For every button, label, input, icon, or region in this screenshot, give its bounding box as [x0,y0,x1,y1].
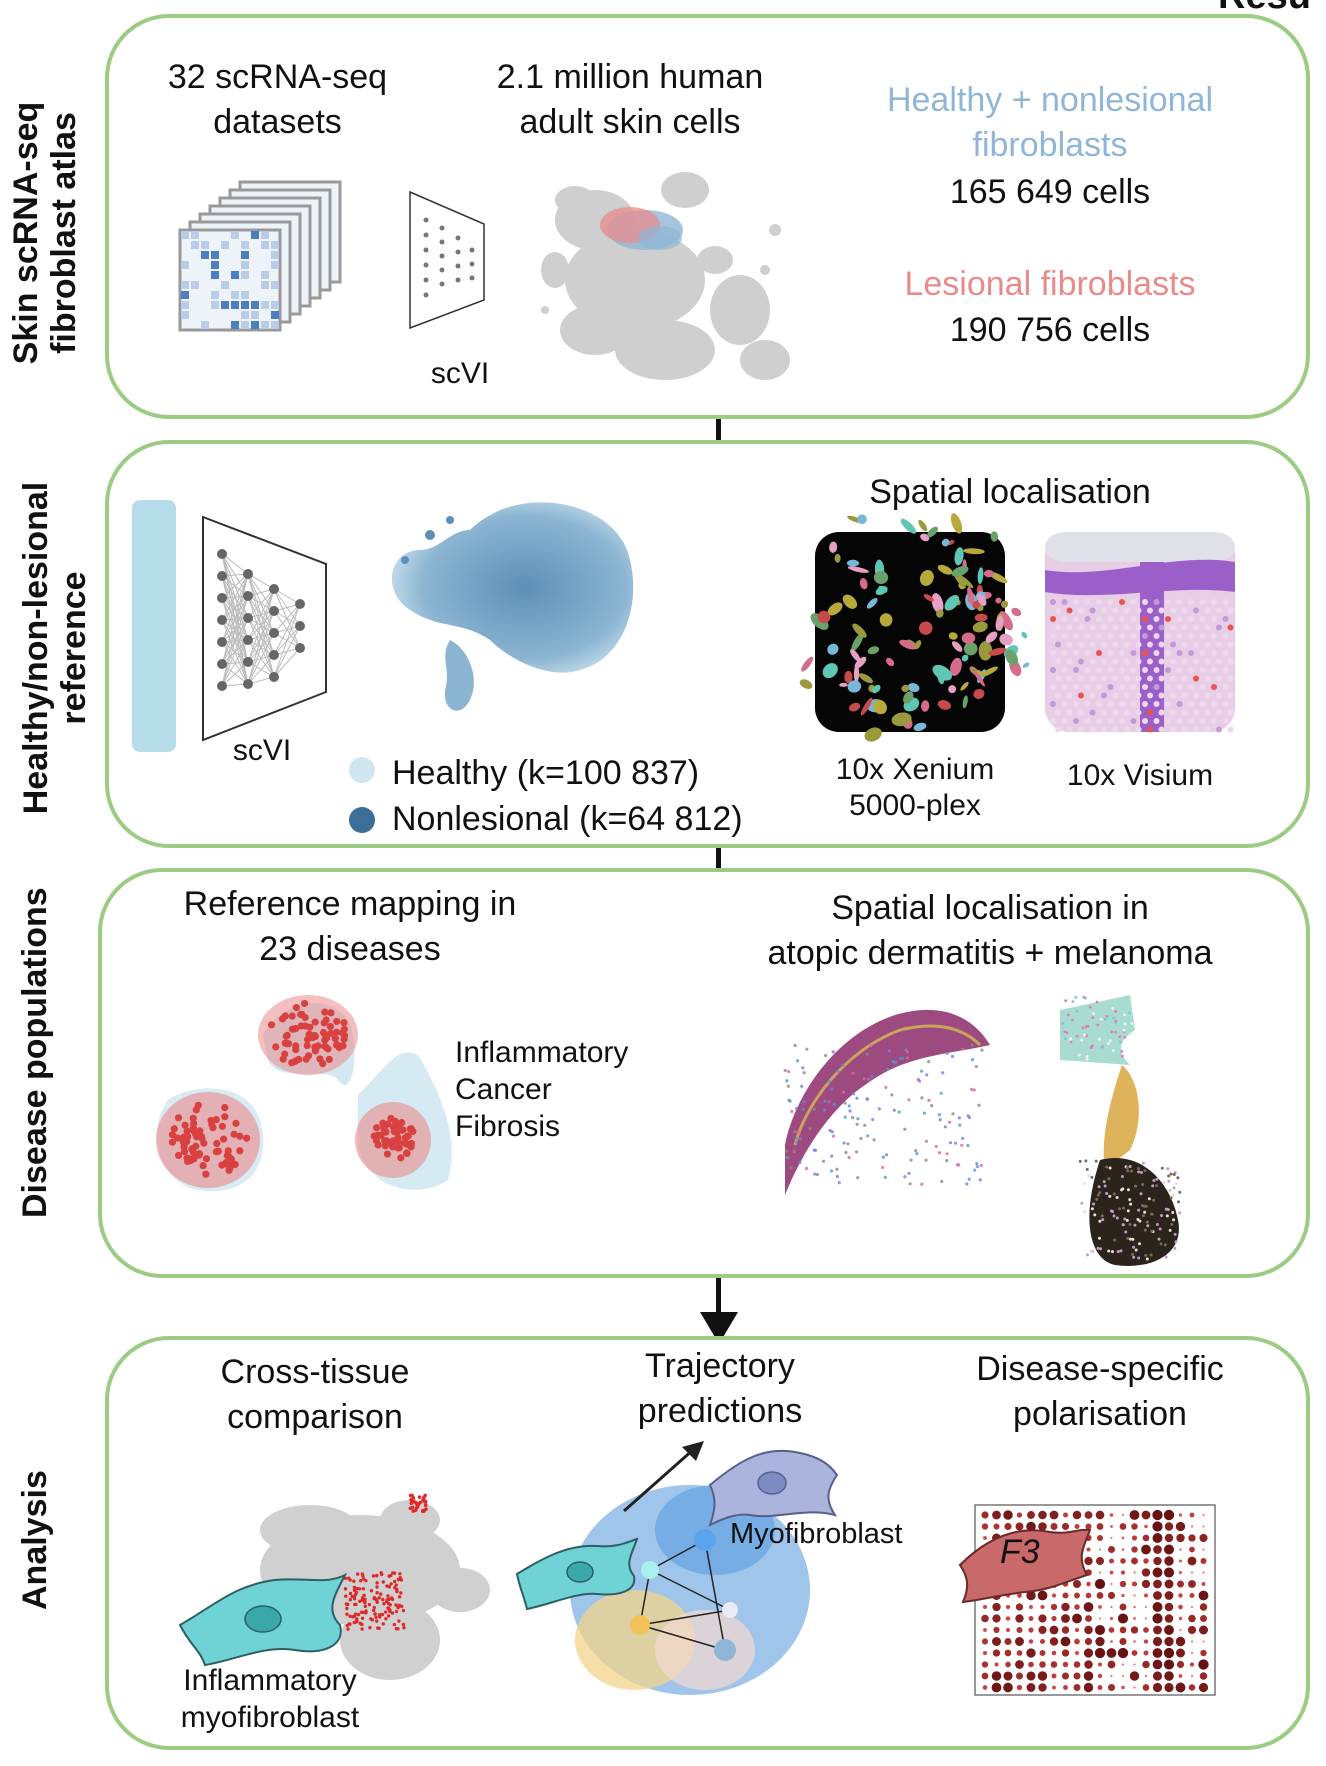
cross-tissue-umap [260,1493,490,1680]
connector-1 [716,418,721,440]
legend-healthy: Healthy (k=100 837) [392,754,700,792]
myofibroblast-label: Myofibroblast [730,1518,903,1550]
reference-bar [132,500,176,752]
f3-cell-icon [958,1528,1092,1604]
disease-side-label: Disease populations [16,887,54,1218]
inflammatory-myofibroblast-icon [178,1572,348,1667]
healthy-count: 165 649 cells [949,173,1151,211]
scvi-network-large-icon [202,515,327,742]
disease-mapping-plot [156,995,452,1192]
lesional-label: Lesional fibroblasts [904,265,1196,303]
scvi-label-2: scVI [232,734,292,767]
visium-image [1045,532,1235,733]
lesional-count: 190 756 cells [949,311,1151,349]
atlas-umap [541,172,790,380]
dataset-stack-icon [178,180,342,332]
spatial-title: Spatial localisation [869,473,1151,511]
reference-umap [391,502,634,711]
legend-healthy-dot [349,757,375,783]
connector-3 [716,1276,721,1316]
atopic-dermatitis-tissue [783,1009,990,1195]
visium-label: 10x Visium [1066,759,1214,792]
scvi-label-1: scVI [430,357,490,390]
xenium-image [799,513,1030,742]
scvi-network-icon [409,190,485,330]
analysis-side-label: Analysis [16,1470,54,1610]
cyan-cell-icon [515,1537,639,1611]
legend-nonlesional: Nonlesional (k=64 812) [392,800,743,838]
partial-heading: Resu [1218,0,1311,19]
myofibroblast-cell-icon [708,1449,839,1527]
trajectory-arrow [623,1441,704,1513]
connector-2 [716,846,721,868]
melanoma-tissue [1060,995,1182,1266]
arrow-down-icon [700,1312,738,1344]
gene-label: F3 [1000,1533,1040,1571]
legend-nonlesional-dot [349,807,375,833]
